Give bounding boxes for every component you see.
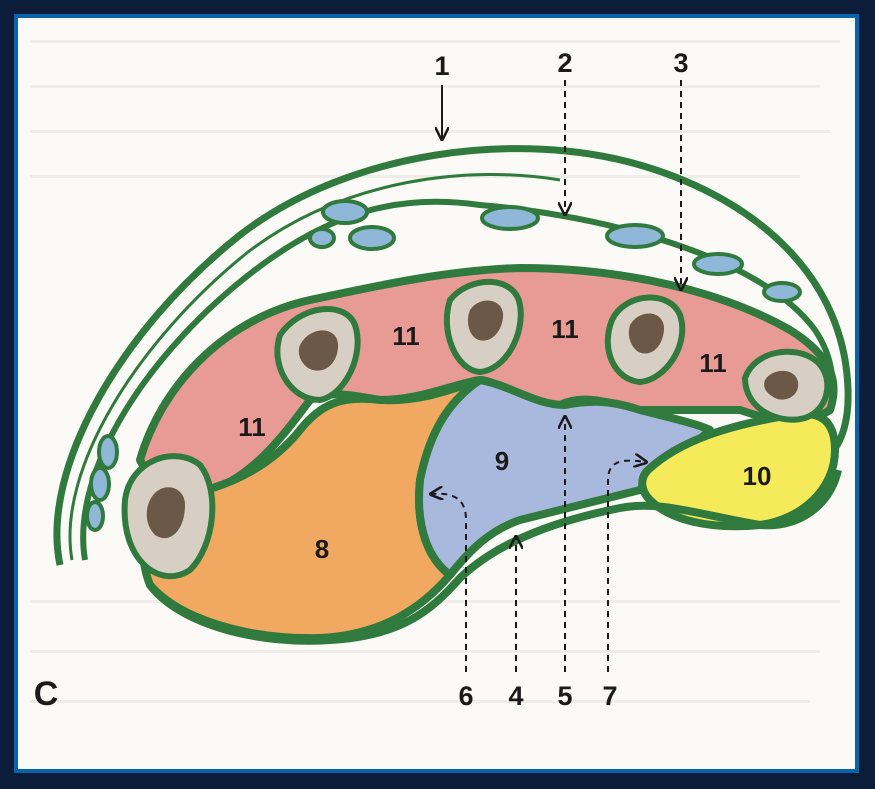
- region-label-11-c: 11: [551, 314, 579, 344]
- region-label-11-a: 11: [238, 412, 266, 442]
- callout-label-3: 3: [673, 48, 688, 78]
- ring-element-5: [745, 352, 827, 420]
- region-label-9: 9: [495, 446, 509, 476]
- callout-label-4: 4: [508, 681, 523, 711]
- region-label-10: 10: [743, 461, 772, 491]
- callout-label-6: 6: [458, 681, 473, 711]
- callout-label-7: 7: [602, 681, 617, 711]
- callout-label-5: 5: [557, 681, 572, 711]
- callout-label-1: 1: [434, 51, 449, 81]
- ring-element-1: [125, 456, 213, 576]
- panel-letter: C: [34, 675, 59, 713]
- region-label-11-b: 11: [392, 321, 420, 351]
- region-label-8: 8: [315, 534, 329, 564]
- region-label-11-d: 11: [699, 348, 727, 378]
- callout-label-2: 2: [557, 48, 572, 78]
